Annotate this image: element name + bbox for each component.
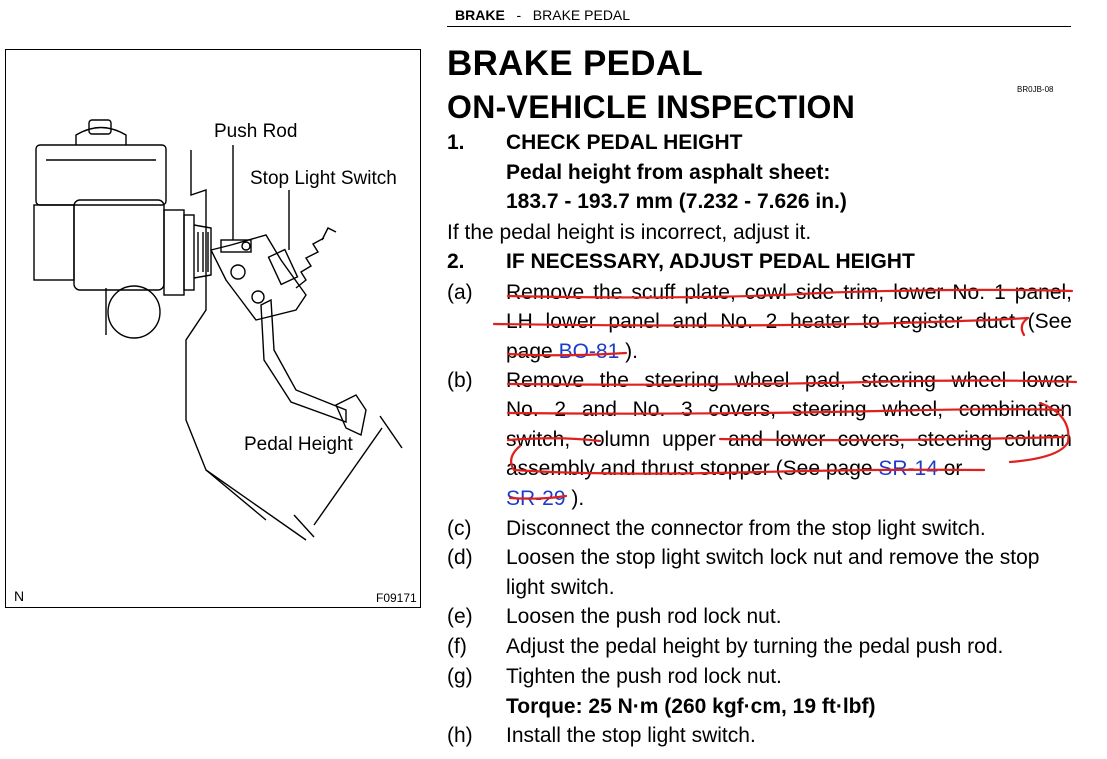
label-pedal-height: Pedal Height	[244, 434, 353, 455]
figure-id: F09171	[376, 591, 417, 605]
bracket-bolt	[230, 264, 246, 280]
clevis	[220, 239, 252, 253]
substep-a-line-1: Remove the scuff plate, cowl side trim, …	[506, 281, 1072, 304]
link-sr-29[interactable]: SR-29	[506, 487, 566, 510]
substep-g-letter: (g)	[447, 665, 473, 688]
page-subtitle: ON-VEHICLE INSPECTION	[447, 89, 856, 125]
header-subsection: BRAKE PEDAL	[532, 7, 631, 23]
dimension-line	[313, 427, 383, 526]
pedal-arm	[260, 298, 347, 423]
substep-a-letter: (a)	[447, 281, 473, 304]
page-header: BRAKE - BRAKE PEDAL	[455, 7, 630, 23]
substep-d-text: Loosen the stop light switch lock nut an…	[506, 546, 1040, 569]
master-cylinder	[33, 204, 75, 281]
step-1-note: If the pedal height is incorrect, adjust…	[447, 221, 812, 244]
substep-e-letter: (e)	[447, 605, 473, 628]
reservoir-cap	[88, 119, 112, 135]
stop-light-switch-body	[267, 248, 299, 286]
substep-b-letter: (b)	[447, 369, 473, 392]
step-2-title: IF NECESSARY, ADJUST PEDAL HEIGHT	[506, 250, 915, 273]
header-separator: -	[516, 7, 522, 23]
substep-g-torque: Torque: 25 N·m (260 kgf·cm, 19 ft·lbf)	[506, 695, 876, 718]
pivot-bolt	[251, 290, 265, 304]
floor-line	[205, 469, 307, 541]
substep-f-letter: (f)	[447, 635, 467, 658]
step-1-spec-label: Pedal height from asphalt sheet:	[506, 161, 831, 184]
label-stop-light-switch: Stop Light Switch	[250, 168, 397, 189]
substep-a-suffix: ).	[619, 340, 638, 363]
brake-pedal-figure: Push Rod Stop Light Switch Pedal Height …	[5, 49, 421, 608]
substep-b-line-3: switch, column upper and lower covers, s…	[506, 428, 1072, 451]
substep-e-text: Loosen the push rod lock nut.	[506, 605, 782, 628]
substep-g-text: Tighten the push rod lock nut.	[506, 665, 782, 688]
substep-c-text: Disconnect the connector from the stop l…	[506, 517, 986, 540]
substep-b-suffix: ).	[565, 487, 585, 510]
substep-c-letter: (c)	[447, 517, 472, 540]
step-1-spec-value: 183.7 - 193.7 mm (7.232 - 7.626 in.)	[506, 190, 847, 213]
substep-b-line-5: SR-29 ).	[506, 487, 584, 511]
link-bo-81[interactable]: BO-81	[558, 340, 620, 363]
reservoir-neck	[75, 126, 127, 145]
substep-b-join: or	[937, 457, 963, 480]
header-rule	[447, 26, 1071, 27]
booster-lower	[107, 285, 161, 339]
pedal-pad	[335, 394, 367, 437]
substep-a-line-3: page BO-81 ).	[506, 340, 638, 364]
step-1-number: 1.	[447, 131, 465, 154]
step-2-number: 2.	[447, 250, 465, 273]
substep-h-text: Install the stop light switch.	[506, 724, 756, 747]
substep-b-line-2: No. 2 and No. 3 covers, steering wheel, …	[506, 398, 1072, 421]
substep-a-line-2: LH lower panel and No. 2 heater to regis…	[506, 310, 1072, 333]
document-code: BR0JB-08	[1017, 85, 1054, 94]
substep-b-line-4: assembly and thrust stopper (See page SR…	[506, 457, 962, 481]
firewall-outline	[185, 150, 267, 521]
pedal-bracket	[209, 234, 307, 321]
substep-f-text: Adjust the pedal height by turning the p…	[506, 635, 1004, 658]
substep-d-text-2: light switch.	[506, 576, 615, 599]
booster-flange	[163, 209, 185, 296]
step-1-title: CHECK PEDAL HEIGHT	[506, 131, 743, 154]
firewall-flange	[183, 214, 195, 291]
dimension-tick-top	[379, 415, 403, 449]
link-sr-14[interactable]: SR-14	[878, 457, 938, 480]
label-push-rod: Push Rod	[214, 121, 298, 142]
substep-d-letter: (d)	[447, 546, 473, 569]
label-corner-n: N	[14, 588, 25, 604]
substep-b-line-1: Remove the steering wheel pad, steering …	[506, 369, 1072, 392]
header-section: BRAKE	[455, 7, 505, 23]
substep-a-prefix: page	[506, 340, 559, 363]
substep-b-prefix: assembly and thrust stopper (See page	[506, 457, 879, 480]
page-title: BRAKE PEDAL	[447, 44, 704, 83]
reservoir-body	[35, 144, 167, 206]
substep-h-letter: (h)	[447, 724, 473, 747]
return-spring	[295, 237, 325, 289]
brake-pedal-illustration	[33, 119, 403, 541]
booster-housing	[73, 199, 165, 291]
dimension-tick-bottom	[293, 514, 315, 538]
